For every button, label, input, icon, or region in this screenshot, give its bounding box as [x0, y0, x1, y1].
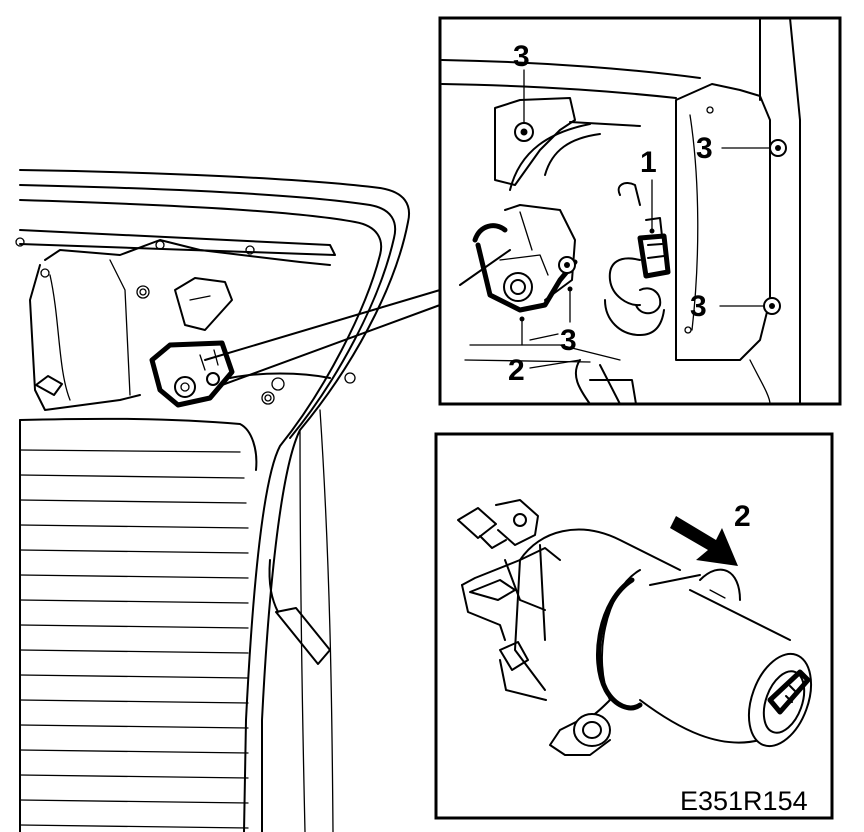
- callout-1: 1: [640, 146, 657, 179]
- bottom-inset-detail: 2 E351R154: [434, 432, 834, 820]
- figure-id: E351R154: [680, 786, 808, 816]
- callout-3-right-lower: 3: [690, 290, 707, 323]
- main-view-tailgate: [15, 169, 441, 832]
- callout-2-bottom: 2: [508, 354, 525, 387]
- callout-3-right-upper: 3: [696, 132, 713, 165]
- arrow-2: [670, 516, 738, 566]
- lock-motor-closeup: [457, 499, 813, 756]
- top-inset-artwork: [441, 17, 801, 405]
- callout-3-bottom: 3: [560, 324, 577, 357]
- top-inset-detail: 3 1 3 3 3 2: [438, 16, 842, 406]
- callout-3-top: 3: [513, 40, 530, 73]
- callout-2-arrow: 2: [734, 500, 751, 533]
